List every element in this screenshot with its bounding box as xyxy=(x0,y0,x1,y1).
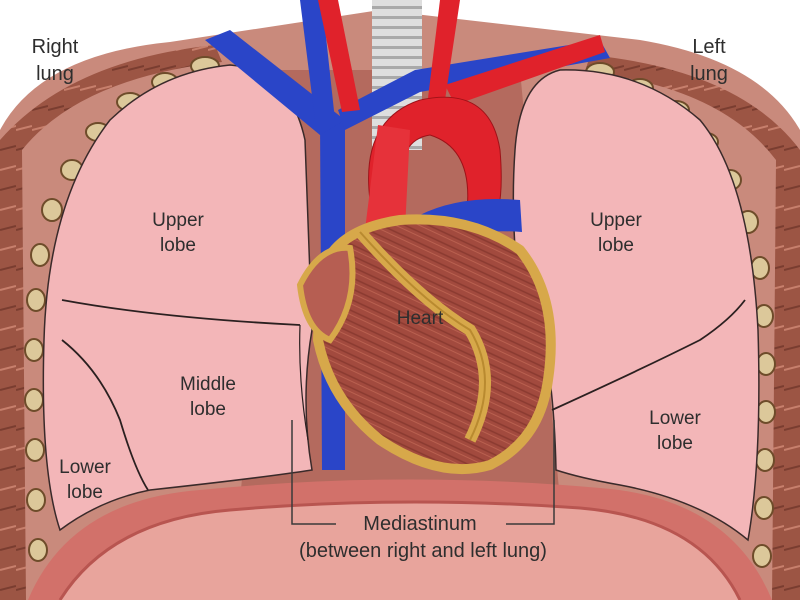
left-oblique-fissure xyxy=(551,299,746,411)
right-lung-shape xyxy=(42,64,313,532)
carotid-artery-left xyxy=(318,0,360,112)
ascending-aorta xyxy=(365,125,410,230)
heart-label: Heart xyxy=(396,308,444,329)
mediastinum-label: Mediastinum xyxy=(363,513,477,535)
carotid-artery-right xyxy=(428,0,460,100)
left-brachiocephalic-vein xyxy=(205,30,345,135)
diaphragm-inner xyxy=(60,501,740,600)
middle-lobe-label: Middle lobe xyxy=(180,374,236,420)
right-lung-edge xyxy=(299,324,309,441)
mediastinum-note: (between right and left lung) xyxy=(299,540,547,562)
rib-band-right xyxy=(585,55,800,600)
heart-shape xyxy=(312,214,556,475)
rib-band-left xyxy=(0,45,222,600)
right-upper-lobe-label: Upper lobe xyxy=(152,210,204,256)
left-lung-label: Left lung xyxy=(690,36,728,85)
left-upper-lobe-label: Upper lobe xyxy=(590,210,642,256)
right-oblique-fissure xyxy=(61,339,149,491)
right-lung-label: Right lung xyxy=(31,36,79,85)
right-lower-lobe-label: Lower lobe xyxy=(59,457,111,503)
left-lower-lobe-label: Lower lobe xyxy=(649,408,701,454)
right-atrium xyxy=(296,244,356,344)
right-horizontal-fissure xyxy=(61,299,301,326)
subclavian-artery xyxy=(445,35,605,105)
jugular-vein xyxy=(300,0,335,120)
